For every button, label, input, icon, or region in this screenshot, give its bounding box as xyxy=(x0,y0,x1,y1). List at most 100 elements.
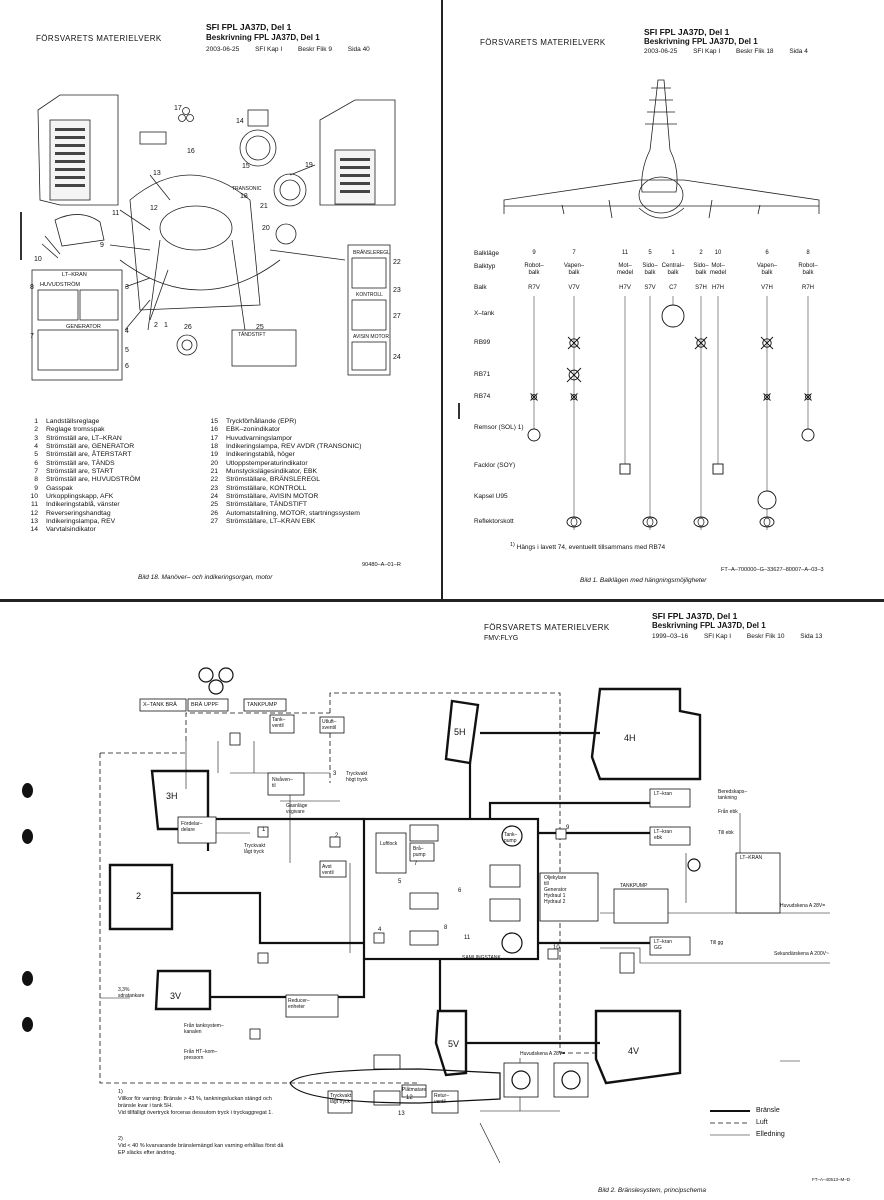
pylon-type: Robot– balk xyxy=(524,263,544,276)
legend-text: Gasspak xyxy=(46,484,73,492)
doc-page: Sida 4 xyxy=(789,48,808,55)
callout-24: 24 xyxy=(393,354,401,361)
legend-text: Indikeringstablå, vänster xyxy=(46,501,120,509)
legend-text: Strömställ are, ÅTERSTART xyxy=(46,451,132,459)
doc-title: SFI FPL JA37D, Del 1 xyxy=(652,611,738,621)
reflector-symbol xyxy=(642,516,658,528)
schematic-number: 4 xyxy=(378,927,382,933)
doc-page: Sida 40 xyxy=(347,46,370,53)
row-label: Reflektorskott xyxy=(474,518,514,525)
page-separator-vertical xyxy=(441,0,443,600)
label-tryckvakt-lagt2: Tryckvakt lågt tryck xyxy=(330,1093,352,1105)
chaff-symbol xyxy=(801,428,815,442)
pylon-type: Mot– medel xyxy=(709,263,727,276)
callout-27: 27 xyxy=(393,313,401,320)
panel-text-huvudstrom: HUVUDSTRÖM xyxy=(40,282,81,288)
label-retur-ventil: Retur– ventil xyxy=(434,1093,450,1105)
reflector-symbol xyxy=(759,516,775,528)
legend-number: 23 xyxy=(210,484,218,492)
label-reduc: Reducer– enheter xyxy=(288,998,310,1010)
legend-text: Strömställare, TÄNDSTIFT xyxy=(226,501,308,509)
panel-text-bransle: BRÄNSLEREGL xyxy=(353,250,390,256)
pylon-id: S7V xyxy=(644,285,656,291)
label-fordelare: Fördelar– delare xyxy=(181,821,203,833)
pylon-id: R7H xyxy=(801,285,814,291)
binder-hole xyxy=(22,971,33,986)
legend-text: Strömställ are, LT–KRAN xyxy=(46,434,122,442)
callout-16: 16 xyxy=(187,148,195,155)
page-fuel-system: FÖRSVARETS MATERIELVERK FMV:FLYG SFI FPL… xyxy=(0,603,884,1200)
callout-20: 20 xyxy=(262,225,270,232)
legend-text: Huvudvarningslampor xyxy=(226,434,293,442)
callout-3: 3 xyxy=(125,284,129,291)
page-pylon-positions: FÖRSVARETS MATERIELVERK SFI FPL JA37D, D… xyxy=(444,0,884,597)
legend-item: 26 Automatstallning, MOTOR, startningssys… xyxy=(200,510,361,518)
flare-symbol xyxy=(619,463,631,475)
callout-9: 9 xyxy=(100,242,104,249)
legend-text: Varvtalsindikator xyxy=(46,526,96,534)
legend-number: 22 xyxy=(210,476,218,484)
schematic-number: 12 xyxy=(406,1095,413,1101)
pylon-position: 1 xyxy=(671,250,675,256)
label-utlufts: Utluft– sventil xyxy=(322,719,337,731)
footnote-mark: 1) xyxy=(510,542,515,548)
legend-text: Reverseringshandtag xyxy=(46,509,111,517)
pylon-type: Central– balk xyxy=(661,263,685,276)
label-lysor: Gasnläge vsgivare xyxy=(286,803,308,815)
legend-text: Automatstallning, MOTOR, startningssyste… xyxy=(226,509,360,517)
legend-bransle: Bränsle xyxy=(756,1107,780,1114)
pylon-position: 10 xyxy=(714,250,722,256)
legend-number: 27 xyxy=(210,518,218,526)
panel-text-generator: GENERATOR xyxy=(66,324,101,330)
legend-number: 10 xyxy=(30,493,38,501)
schematic-number: 3 xyxy=(333,771,337,777)
missile-symbol xyxy=(569,338,579,348)
legend-text: Indikeringslampa, REV AVDR (TRANSONIC) xyxy=(226,443,362,451)
tank-5v: 5V xyxy=(448,1039,460,1049)
legend-elledning: Elledning xyxy=(756,1131,785,1138)
cockpit-drawing xyxy=(31,94,396,381)
note-2-text: Vid < 40 % kvarvarande bränslemängd kan … xyxy=(118,1143,284,1156)
legend-text: Landställsreglage xyxy=(46,418,100,425)
callout-26: 26 xyxy=(184,324,192,331)
label-fran-tanks: Från tanksystem– kanalen xyxy=(184,1023,224,1035)
doc-date: 2003-06-25 xyxy=(644,48,678,55)
page-separator-horizontal xyxy=(0,599,884,602)
label-lt-kran-ebk: LT–kran ebk xyxy=(654,829,672,841)
legend-item: 25 Strömställare, TÄNDSTIFT xyxy=(200,501,361,509)
legend-luft: Luft xyxy=(756,1119,768,1126)
missile-symbol xyxy=(804,393,812,401)
legend-number: 3 xyxy=(34,434,38,442)
pylon-type: Sido– balk xyxy=(642,263,658,276)
legend-number: 26 xyxy=(210,509,218,517)
legend-number: 20 xyxy=(210,459,218,467)
pylon-position: 8 xyxy=(806,250,810,256)
pylon-id: V7H xyxy=(761,285,773,291)
pylon-id: C7 xyxy=(669,285,677,291)
legend-number: 25 xyxy=(210,501,218,509)
legend-text: EBK–zonindikator xyxy=(226,426,281,434)
tank-4v: 4V xyxy=(628,1046,640,1056)
callout-14: 14 xyxy=(236,118,244,125)
pod-symbol xyxy=(757,490,777,510)
pylon-position: 5 xyxy=(648,250,652,256)
legend-number: 6 xyxy=(34,459,38,467)
callout-5: 5 xyxy=(125,347,129,354)
legend-text: Strömställ are, HUVUDSTRÖM xyxy=(46,476,141,484)
schematic-number: 6 xyxy=(458,888,462,894)
legend-text: Strömställare, AVISIN MOTOR xyxy=(226,493,319,501)
label-tankpump-panel: TANKPUMP xyxy=(620,883,648,889)
doc-title: SFI FPL JA37D, Del 1 xyxy=(644,27,730,37)
legend-text: Utloppstemperaturindikator xyxy=(226,459,308,467)
fuel-system-schematic xyxy=(99,667,830,1164)
doc-chapter: SFI Kap I xyxy=(255,46,283,53)
